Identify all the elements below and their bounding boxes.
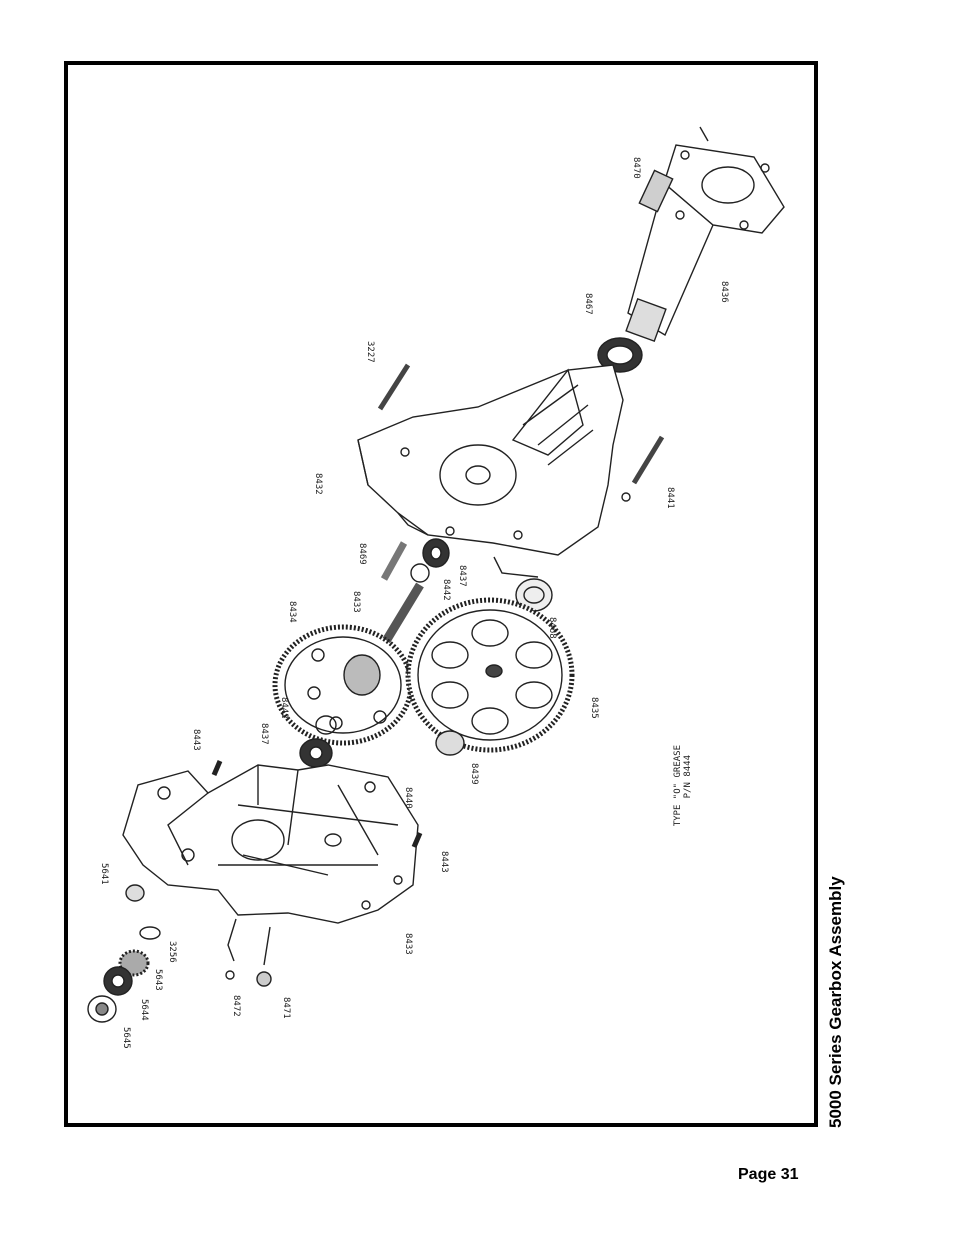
ball-8440 (364, 781, 376, 793)
ring-3256 (139, 926, 161, 940)
gear-8434 (272, 624, 414, 746)
label-8432: 8432 (313, 473, 323, 495)
bolt-8470 (638, 169, 674, 213)
label-8439: 8439 (469, 763, 479, 785)
label-8471: 8471 (281, 997, 291, 1019)
label-8433-housing: 8433 (403, 933, 413, 955)
document-title: 5000 Series Gearbox Assembly (826, 876, 845, 1128)
grease-note-line2: P/N 8444 (683, 755, 693, 798)
label-8437-upper: 8437 (457, 565, 467, 587)
shaft-8433 (382, 582, 424, 644)
label-5643: 5643 (153, 969, 163, 991)
label-8442-lower: 8442 (279, 697, 289, 719)
label-8468: 8468 (547, 617, 557, 639)
exploded-view-diagram: 8470 8436 8467 3227 8432 8441 8469 8437 … (87, 126, 785, 1049)
label-8440: 8440 (403, 787, 413, 809)
bearing-8467 (597, 337, 643, 373)
label-8437-lower: 8437 (259, 723, 269, 745)
label-8434: 8434 (287, 601, 297, 623)
gear-5643 (118, 949, 150, 977)
bearing-8437-upper (410, 538, 450, 583)
label-8441: 8441 (665, 487, 675, 509)
diagram-frame: 8470 8436 8467 3227 8432 8441 8469 8437 … (64, 61, 818, 1127)
label-8433-shaft: 8433 (351, 591, 361, 613)
label-8470: 8470 (631, 157, 641, 179)
grease-note-line1: TYPE "O" GREASE (673, 745, 683, 826)
label-8443-lower: 8443 (439, 851, 449, 873)
bushing-5641 (125, 884, 145, 902)
plug-8472 (225, 970, 235, 980)
label-5641: 5641 (99, 863, 109, 885)
housing-8432 (357, 364, 631, 556)
pin-8443-lower (411, 832, 423, 848)
label-8472: 8472 (231, 995, 241, 1017)
grease-note: TYPE "O" GREASE P/N 8444 (673, 745, 693, 826)
page-number: Page 31 (738, 1166, 799, 1183)
bolt-3227 (377, 363, 411, 411)
bushing-8468 (515, 578, 553, 612)
label-8467: 8467 (583, 293, 593, 315)
label-8442-upper: 8442 (441, 579, 451, 601)
output-shaft (625, 126, 785, 343)
part-8439 (435, 730, 465, 756)
part-labels: 8470 8436 8467 3227 8432 8441 8469 8437 … (99, 157, 729, 1049)
plug-8471 (256, 971, 272, 987)
label-3256: 3256 (167, 941, 177, 963)
label-8443-upper: 8443 (191, 729, 201, 751)
bolt-8441 (631, 435, 665, 485)
pin-8443-upper (211, 760, 223, 776)
label-8436: 8436 (719, 281, 729, 303)
pin-8469 (380, 541, 408, 581)
label-8435: 8435 (589, 697, 599, 719)
bearing-5644 (103, 966, 133, 996)
label-8469: 8469 (357, 543, 367, 565)
housing-8433 (122, 764, 419, 924)
label-3227: 3227 (365, 341, 375, 363)
gear-8435 (405, 597, 575, 753)
seal-5645 (87, 995, 117, 1023)
label-5644: 5644 (139, 999, 149, 1021)
label-5645: 5645 (121, 1027, 131, 1049)
